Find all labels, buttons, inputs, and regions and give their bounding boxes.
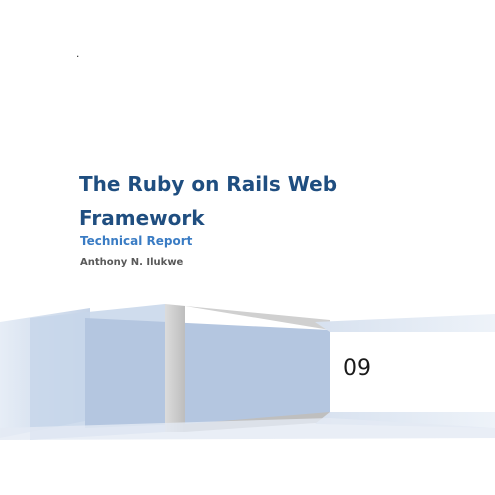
dot-mark: . — [76, 46, 80, 60]
document-title: The Ruby on Rails Web Framework — [79, 172, 338, 230]
banner-right-top-band — [315, 314, 495, 332]
decorative-banner — [0, 300, 495, 450]
banner-gray-block — [165, 304, 185, 432]
banner-center-panel — [85, 318, 330, 428]
document-author: Anthony N. Ilukwe — [80, 257, 184, 268]
document-subtitle: Technical Report — [80, 234, 193, 248]
banner-lower-stripe — [0, 418, 495, 440]
banner-number-box — [330, 332, 495, 412]
banner-gray-top — [165, 304, 330, 330]
volume-number: 09 — [343, 356, 371, 381]
banner-graphic — [0, 304, 495, 440]
